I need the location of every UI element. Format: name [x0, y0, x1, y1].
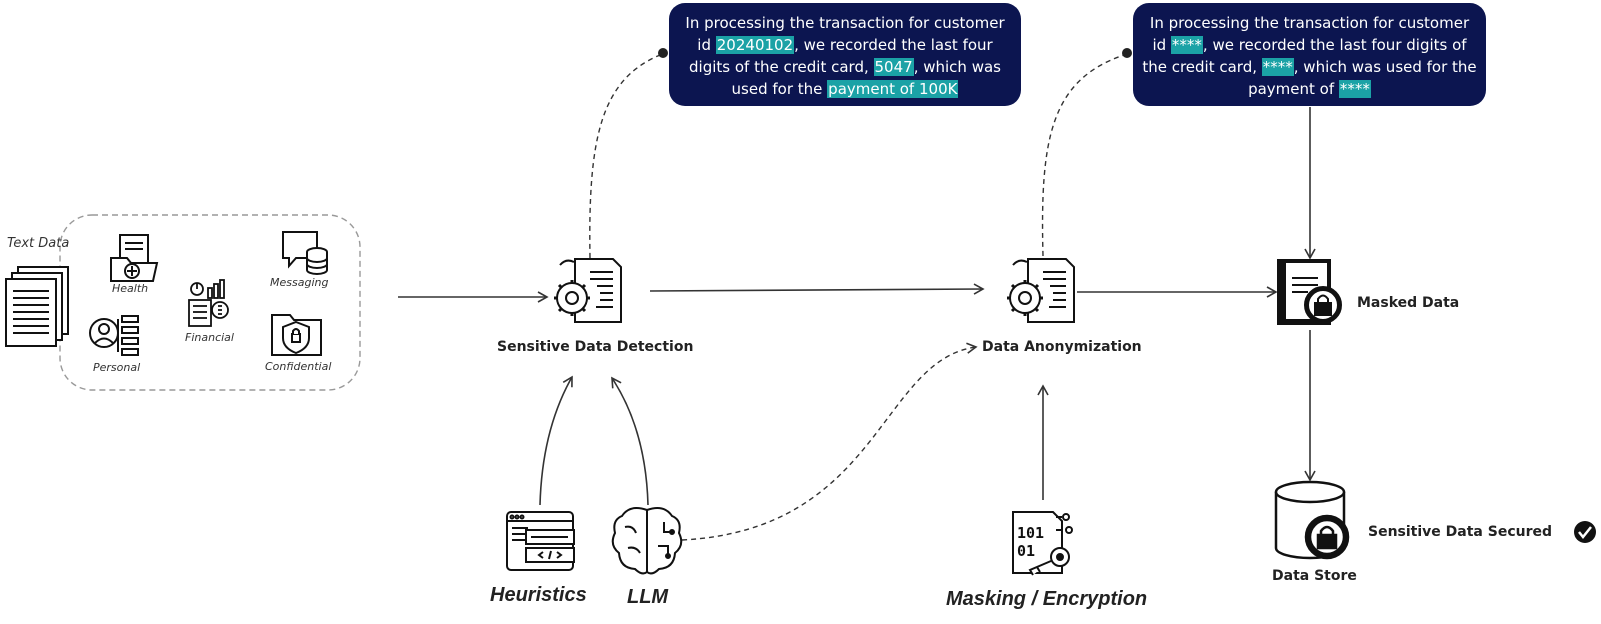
locked-database-icon [1274, 480, 1350, 560]
bubble-text: , which was used for the payment of [1248, 58, 1477, 98]
data-store-label: Data Store [1272, 568, 1357, 584]
user-profile-icon [89, 315, 139, 356]
financial-report-icon [188, 279, 229, 327]
bubble-text: In processing the transaction for custom… [685, 14, 1005, 54]
gear-document-icon [1007, 258, 1075, 323]
dashed-link-detection-to-bubble [589, 54, 661, 259]
check-circle-icon [1574, 521, 1596, 543]
highlight-payment: payment of 100K [827, 80, 959, 98]
code-window-icon [506, 511, 575, 571]
input-container [59, 214, 361, 391]
brain-circuit-icon [611, 507, 683, 575]
messaging-label: Messaging [270, 276, 329, 289]
masked-payment: **** [1338, 80, 1371, 98]
medical-folder-icon [110, 234, 159, 282]
heuristics-label: Heuristics [490, 584, 587, 606]
connector-dot [658, 48, 668, 58]
dashed-link-anonymization-to-bubble [1041, 54, 1125, 257]
dashed-arrow-llm-to-anonymization [681, 342, 978, 541]
svg-text:101: 101 [1017, 524, 1044, 542]
secured-label: Sensitive Data Secured [1368, 524, 1553, 540]
anonymization-label: Data Anonymization [982, 339, 1142, 355]
text-documents-icon [5, 266, 69, 347]
financial-label: Financial [185, 331, 234, 344]
masked-data-label: Masked Data [1357, 295, 1460, 311]
bubble-text: , we recorded the last four digits of th… [689, 36, 993, 76]
detection-label: Sensitive Data Detection [497, 339, 694, 355]
highlight-customer-id: 20240102 [715, 36, 795, 54]
shield-folder-icon [271, 314, 322, 356]
personal-label: Personal [93, 361, 141, 374]
arrow-detection-to-anonymization [649, 283, 985, 295]
bubble-text: , which was used for the [731, 58, 1001, 98]
connector-dot [1122, 48, 1132, 58]
highlight-card-digits: 5047 [873, 58, 914, 76]
gear-document-icon [554, 258, 622, 323]
masking-label: Masking / Encryption [946, 588, 1148, 610]
arrow-heuristics-to-detection [539, 375, 573, 506]
masked-card-digits: **** [1261, 58, 1294, 76]
locked-book-icon [1277, 259, 1342, 325]
chat-database-icon [282, 231, 328, 275]
masked-text-bubble: In processing the transaction for custom… [1133, 3, 1486, 106]
binary-key-icon: 101 01 [1012, 511, 1073, 576]
confidential-label: Confidential [265, 360, 332, 373]
original-text-bubble: In processing the transaction for custom… [669, 3, 1021, 106]
bubble-text: In processing the transaction for custom… [1149, 14, 1470, 54]
arrow-llm-to-detection [611, 376, 649, 506]
llm-label: LLM [627, 586, 669, 608]
health-label: Health [112, 282, 149, 295]
svg-text:01: 01 [1017, 542, 1035, 560]
masked-customer-id: **** [1170, 36, 1203, 54]
text-data-label: Text Data [7, 236, 70, 251]
bubble-text: , we recorded the last four digits of th… [1142, 36, 1467, 76]
